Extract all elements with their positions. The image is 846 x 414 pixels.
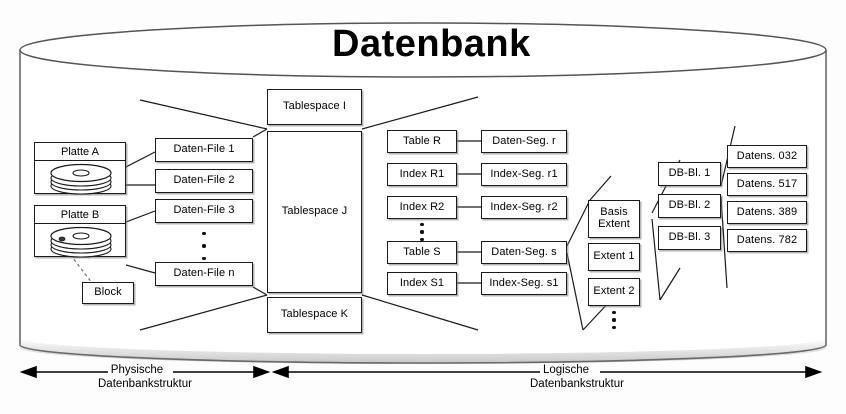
datafile-box-3[interactable]: Daten-File 3	[155, 199, 253, 223]
link-object-to-segment	[457, 140, 481, 284]
datafile-box-1[interactable]: Daten-File 1	[155, 138, 253, 162]
disk-stack-icon	[35, 161, 125, 195]
segment-box-daten-s[interactable]: Daten-Seg. s	[481, 241, 567, 264]
db-block-box-2[interactable]: DB-Bl. 2	[658, 194, 721, 218]
link-datafiles-to-tablespaces	[139, 99, 268, 331]
objects-ellipsis-icon	[418, 223, 426, 241]
axis-label-physical: Physische Datenbankstruktur	[98, 363, 192, 392]
object-box-index-r1[interactable]: Index R1	[387, 163, 457, 186]
extent-basis-line1: Basis	[600, 206, 628, 219]
object-box-table-s[interactable]: Table S	[387, 241, 457, 264]
tablespace-box-i[interactable]: Tablespace I	[267, 89, 362, 125]
axis-label-logical-line2: Datenbankstruktur	[530, 378, 624, 391]
axis-label-physical-line2: Datenbankstruktur	[98, 378, 192, 391]
tablespace-box-j[interactable]: Tablespace J	[267, 131, 362, 293]
segment-box-index-s1[interactable]: Index-Seg. s1	[481, 272, 567, 295]
datafile-box-2[interactable]: Daten-File 2	[155, 169, 253, 193]
datafiles-ellipsis-icon	[200, 232, 208, 260]
db-block-box-1[interactable]: DB-Bl. 1	[658, 162, 721, 186]
disk-platte-a[interactable]: Platte A	[34, 142, 126, 195]
extent-box-2[interactable]: Extent 2	[588, 278, 640, 306]
link-tablespace-to-objects	[361, 96, 479, 331]
extent-box-1[interactable]: Extent 1	[588, 243, 640, 271]
link-disks-to-datafiles	[125, 151, 156, 274]
datafile-box-n[interactable]: Daten-File n	[155, 262, 253, 286]
segment-box-index-r1[interactable]: Index-Seg. r1	[481, 163, 567, 186]
segment-box-index-r2[interactable]: Index-Seg. r2	[481, 196, 567, 219]
axis-label-logical-line1: Logische	[542, 364, 590, 376]
object-box-index-s1[interactable]: Index S1	[387, 272, 457, 295]
object-box-index-r2[interactable]: Index R2	[387, 196, 457, 219]
page-title: Datenbank	[332, 23, 531, 65]
axis-arrows	[19, 365, 823, 379]
record-box-517[interactable]: Datens. 517	[727, 173, 807, 196]
axis-label-logical: Logische Datenbankstruktur	[530, 363, 624, 392]
link-segments-to-extents	[566, 175, 612, 331]
extent-box-basis[interactable]: Basis Extent	[588, 200, 640, 238]
record-box-782[interactable]: Datens. 782	[727, 229, 807, 252]
extent-basis-line2: Extent	[598, 218, 630, 230]
disk-platte-a-label: Platte A	[35, 143, 125, 161]
disk-platte-b-label: Platte B	[35, 206, 125, 224]
disk-platte-b[interactable]: Platte B	[34, 205, 126, 258]
record-box-032[interactable]: Datens. 032	[727, 145, 807, 168]
tablespace-box-k[interactable]: Tablespace K	[267, 297, 362, 333]
object-box-table-r[interactable]: Table R	[387, 130, 457, 153]
extents-ellipsis-icon	[610, 311, 618, 329]
disk-stack-icon	[35, 224, 125, 258]
segment-box-daten-r[interactable]: Daten-Seg. r	[481, 130, 567, 153]
axis-label-physical-line1: Physische	[110, 364, 164, 376]
block-box[interactable]: Block	[82, 282, 134, 304]
db-block-box-3[interactable]: DB-Bl. 3	[658, 226, 721, 250]
record-box-389[interactable]: Datens. 389	[727, 201, 807, 224]
